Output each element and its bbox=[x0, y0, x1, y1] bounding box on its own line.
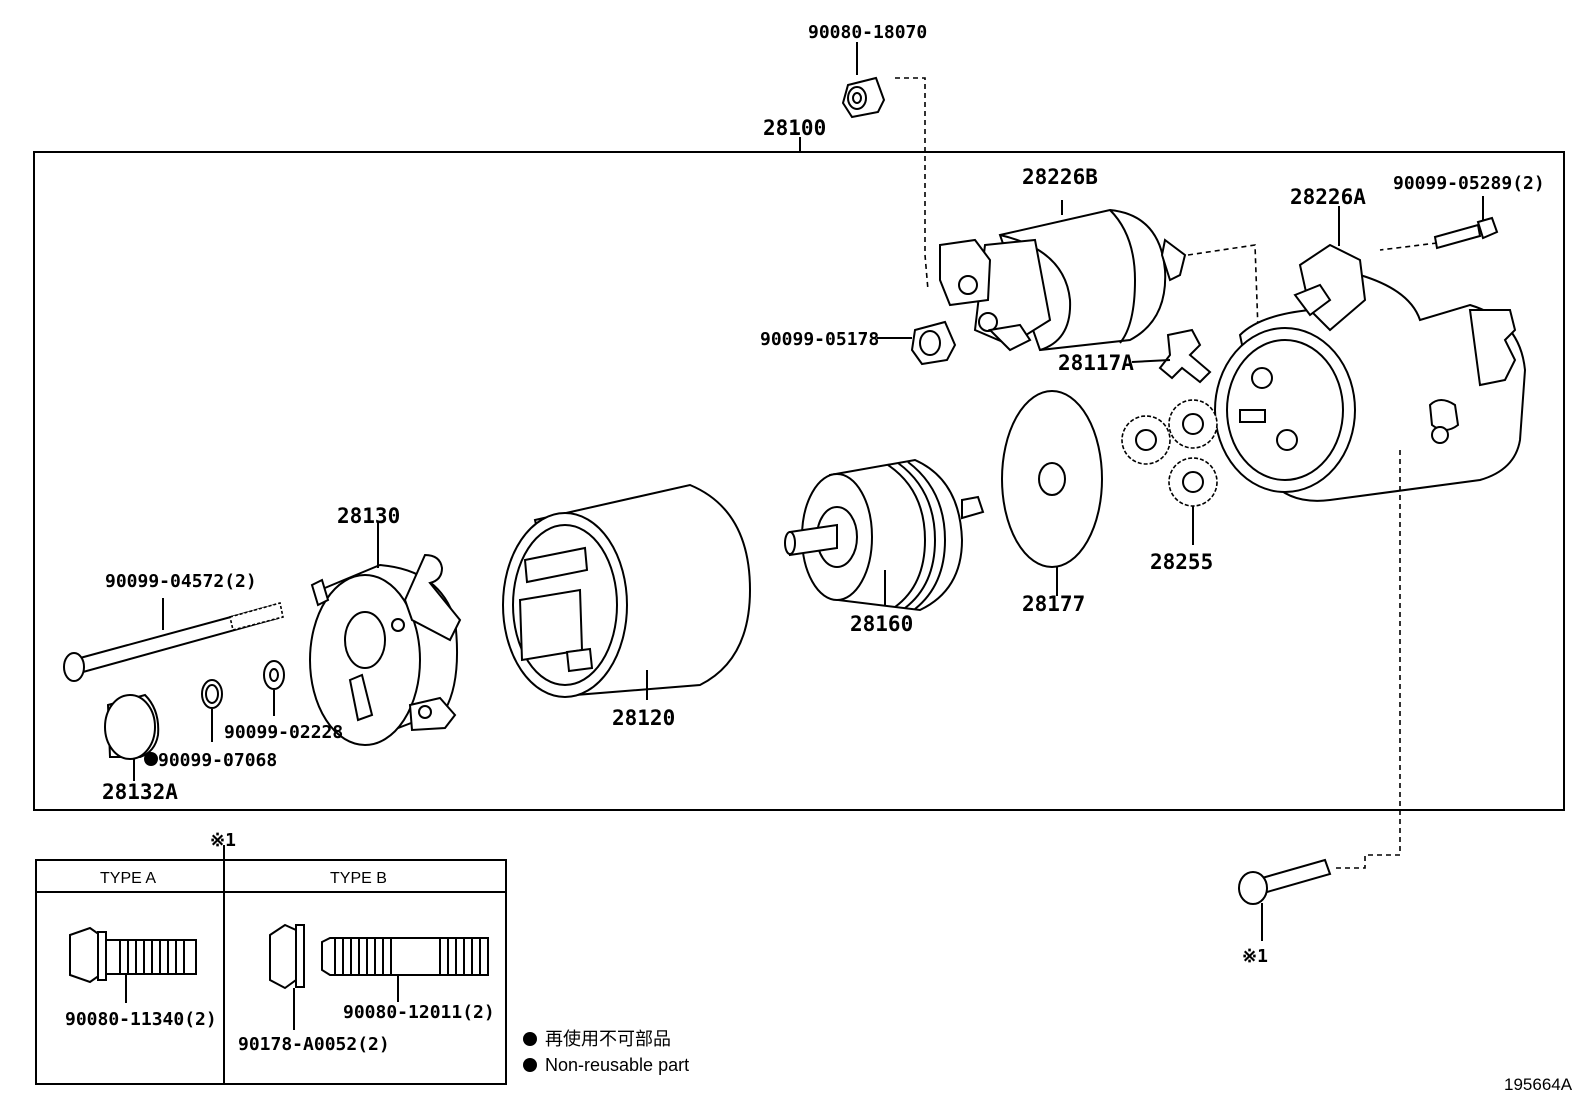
label-type-b-nut[interactable]: 90178-A0052(2) bbox=[238, 1034, 390, 1055]
housing-screw[interactable] bbox=[1433, 216, 1499, 250]
label-armature[interactable]: 28160 bbox=[850, 612, 913, 636]
label-washer[interactable]: 90099-02228 bbox=[224, 722, 343, 743]
drive-lever[interactable] bbox=[1158, 328, 1212, 384]
label-nut-top[interactable]: 90080-18070 bbox=[808, 22, 927, 43]
type-a-header: TYPE A bbox=[100, 870, 156, 887]
label-type-b-stud[interactable]: 90080-12011(2) bbox=[343, 1002, 495, 1023]
label-type-a-bolt[interactable]: 90080-11340(2) bbox=[65, 1009, 217, 1030]
label-housing-screw[interactable]: 90099-05289(2) bbox=[1393, 173, 1545, 194]
mounting-bolt[interactable] bbox=[1238, 858, 1332, 905]
through-bolt[interactable] bbox=[63, 602, 284, 682]
label-cap[interactable]: 28132A bbox=[102, 780, 178, 804]
label-housing[interactable]: 28226A bbox=[1290, 185, 1366, 209]
label-end-frame[interactable]: 28130 bbox=[337, 504, 400, 528]
nut-top[interactable] bbox=[841, 76, 886, 119]
planetary-gear-set[interactable] bbox=[1121, 399, 1218, 507]
type-b-nut[interactable] bbox=[269, 923, 305, 990]
label-terminal-nut[interactable]: 90099-05178 bbox=[760, 329, 879, 350]
field-yoke[interactable] bbox=[502, 483, 752, 698]
drawing-number: 195664A bbox=[1504, 1075, 1573, 1094]
washer[interactable] bbox=[263, 660, 285, 690]
label-plate[interactable]: 28177 bbox=[1022, 592, 1085, 616]
label-through-bolt[interactable]: 90099-04572(2) bbox=[105, 571, 257, 592]
label-assembly[interactable]: 28100 bbox=[763, 116, 826, 140]
armature[interactable] bbox=[784, 458, 985, 612]
label-ring[interactable]: 90099-07068 bbox=[158, 750, 277, 771]
type-a-bolt[interactable] bbox=[69, 926, 197, 984]
terminal-nut[interactable] bbox=[910, 320, 957, 366]
label-lever[interactable]: 28117A bbox=[1058, 351, 1134, 375]
legend-bullet-en bbox=[523, 1058, 537, 1072]
label-yoke[interactable]: 28120 bbox=[612, 706, 675, 730]
legend-en: Non-reusable part bbox=[545, 1055, 689, 1075]
legend-jp: 再使用不可部品 bbox=[545, 1029, 671, 1049]
bolt-types-table bbox=[35, 859, 507, 1085]
end-cap[interactable] bbox=[104, 693, 160, 760]
retaining-ring[interactable] bbox=[201, 679, 223, 709]
legend-bullet-jp bbox=[523, 1032, 537, 1046]
label-mounting-bolt[interactable]: ※1 bbox=[1242, 946, 1268, 967]
solenoid-switch[interactable] bbox=[939, 208, 1187, 352]
starter-housing[interactable] bbox=[1214, 243, 1527, 502]
note-marker: ※1 bbox=[210, 830, 236, 851]
label-planetary-gear[interactable]: 28255 bbox=[1150, 550, 1213, 574]
label-solenoid[interactable]: 28226B bbox=[1022, 165, 1098, 189]
type-b-stud[interactable] bbox=[321, 937, 489, 976]
non-reusable-bullet bbox=[144, 752, 158, 766]
type-b-header: TYPE B bbox=[330, 870, 387, 887]
commutator-end-frame[interactable] bbox=[309, 553, 462, 746]
gear-plate[interactable] bbox=[1001, 390, 1103, 568]
